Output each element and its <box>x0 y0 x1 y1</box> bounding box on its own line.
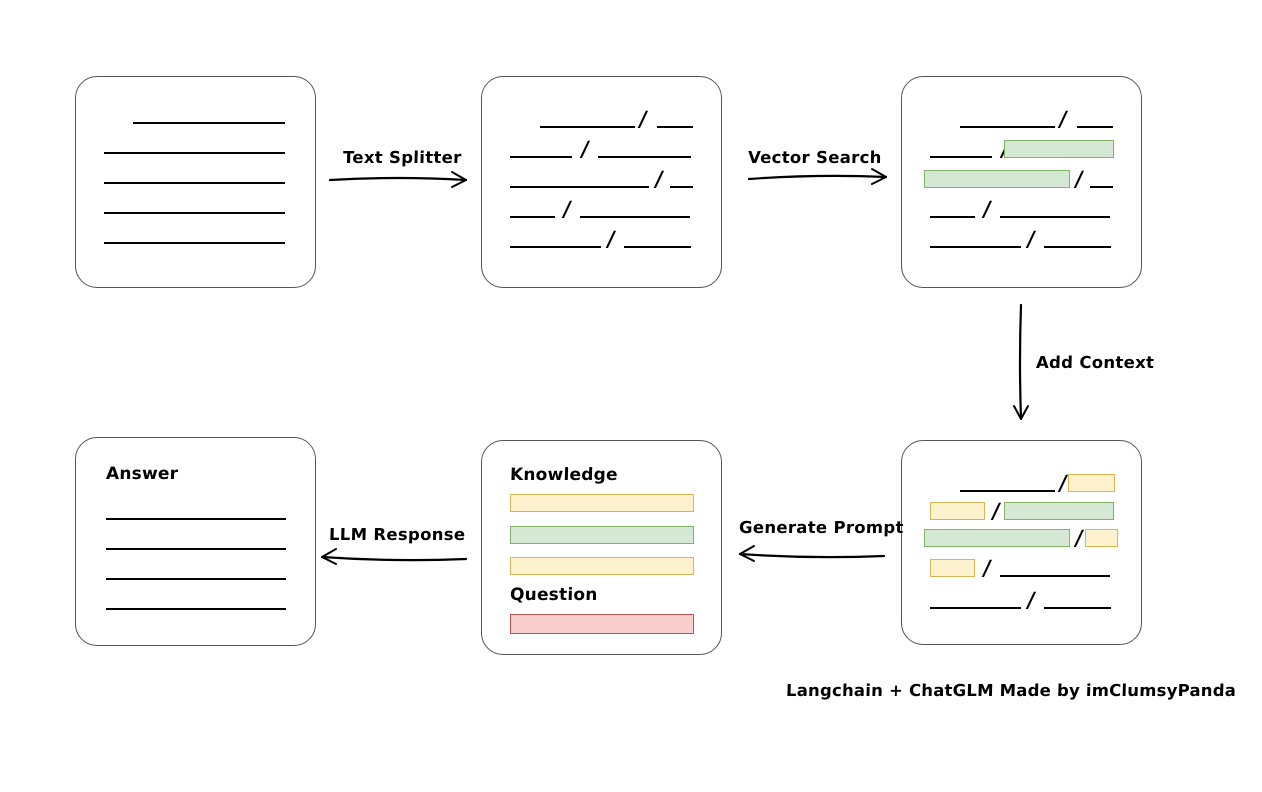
arrow-generate-prompt <box>738 545 886 562</box>
text-line <box>104 152 285 154</box>
split-chunks-box[interactable] <box>481 76 722 288</box>
knowledge-bar-yellow <box>510 494 694 512</box>
answer-heading: Answer <box>105 464 179 484</box>
text-line <box>106 578 286 580</box>
highlight-chip-green <box>1004 140 1114 158</box>
footer-credit: Langchain + ChatGLM Made by imClumsyPand… <box>785 681 1237 700</box>
text-line <box>1077 126 1113 128</box>
text-line <box>510 186 649 188</box>
arrow-text-splitter <box>328 171 468 188</box>
text-line <box>106 608 286 610</box>
question-bar-red <box>510 614 694 634</box>
arrow-label-vector-search: Vector Search <box>747 148 882 167</box>
text-line <box>960 490 1055 492</box>
text-line <box>104 212 285 214</box>
arrow-add-context <box>1013 303 1029 421</box>
highlight-chip-green <box>1004 502 1114 520</box>
knowledge-bar-green <box>510 526 694 544</box>
highlight-chip-yellow <box>930 559 975 577</box>
text-line <box>510 246 601 248</box>
text-line <box>930 246 1021 248</box>
text-line <box>104 242 285 244</box>
knowledge-label: Knowledge <box>509 465 618 485</box>
text-line <box>930 607 1021 609</box>
arrow-label-generate-prompt: Generate Prompt <box>738 518 904 537</box>
answer-box[interactable] <box>75 437 316 646</box>
text-line <box>1044 246 1111 248</box>
highlight-chip-yellow <box>1085 529 1118 547</box>
text-line <box>960 126 1055 128</box>
text-line <box>104 182 285 184</box>
highlight-chip-green <box>924 170 1070 188</box>
text-line <box>133 122 285 124</box>
text-line <box>670 186 693 188</box>
arrow-vector-search <box>747 168 888 185</box>
arrow-label-llm-response: LLM Response <box>328 525 466 544</box>
text-line <box>510 156 572 158</box>
text-line <box>1000 216 1110 218</box>
arrow-label-add-context: Add Context <box>1035 353 1155 372</box>
text-line <box>106 518 286 520</box>
highlight-chip-green <box>924 529 1070 547</box>
arrow-llm-response <box>320 548 468 565</box>
highlight-chip-yellow <box>930 502 985 520</box>
question-label: Question <box>509 585 598 605</box>
arrow-label-text-splitter: Text Splitter <box>342 148 462 167</box>
text-line <box>510 216 555 218</box>
knowledge-bar-yellow <box>510 557 694 575</box>
text-line <box>1044 607 1111 609</box>
text-line <box>580 216 690 218</box>
text-line <box>1000 575 1110 577</box>
text-line <box>106 548 286 550</box>
text-line <box>1090 186 1113 188</box>
text-line <box>657 126 693 128</box>
text-line <box>540 126 635 128</box>
text-line <box>930 216 975 218</box>
text-line <box>624 246 691 248</box>
text-line <box>598 156 691 158</box>
text-line <box>930 156 992 158</box>
highlight-chip-yellow <box>1068 474 1115 492</box>
